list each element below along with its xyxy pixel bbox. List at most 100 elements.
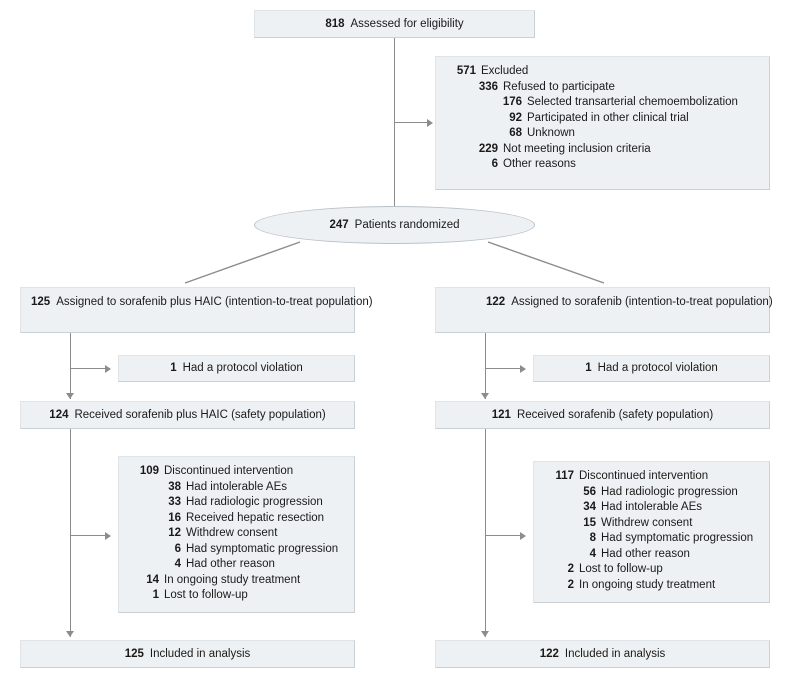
left-assigned-count: 125 xyxy=(31,296,51,308)
left-arrow-to-received-icon xyxy=(66,393,74,399)
left-discontinued-count: 12 xyxy=(168,527,181,539)
right-discontinued-label: Withdrew consent xyxy=(601,516,693,529)
left-assigned-label: Assigned to sorafenib plus HAIC (intenti… xyxy=(56,296,373,308)
left-discontinued-label: Had intolerable AEs xyxy=(186,480,288,493)
right-received-label: Received sorafenib (safety population) xyxy=(516,409,714,421)
left-discontinued-count: 38 xyxy=(168,480,181,493)
left-discontinued-label: In ongoing study treatment xyxy=(164,573,301,586)
excluded-label: Unknown xyxy=(527,127,575,139)
box-right-received: 121 Received sorafenib (safety populatio… xyxy=(435,401,770,429)
right-violation-line: 1 Had a protocol violation xyxy=(544,361,759,377)
right-assigned-line: 122 Assigned to sorafenib (intention-to-… xyxy=(486,295,773,311)
right-discontinued-label: Lost to follow-up xyxy=(579,563,663,575)
excluded-count: 229 xyxy=(478,142,498,155)
excluded-row: 571 Excluded xyxy=(446,64,759,80)
excluded-row: 176 Selected transarterial chemoembolizat… xyxy=(446,95,759,111)
right-spine-received-to-analysis xyxy=(485,429,487,637)
right-received-count: 121 xyxy=(491,409,511,421)
left-discontinued-count: 33 xyxy=(168,496,181,508)
left-discontinued-label: Had other reason xyxy=(186,558,275,570)
excluded-count: 571 xyxy=(456,65,476,77)
excluded-count: 68 xyxy=(509,127,522,139)
right-discontinued-label: Discontinued intervention xyxy=(579,470,709,482)
right-discontinued-label: Had intolerable AEs xyxy=(601,501,703,513)
left-discontinued-row: 4 Had other reason xyxy=(129,557,344,573)
box-right-analyzed: 122 Included in analysis xyxy=(435,640,770,668)
left-violation-count: 1 xyxy=(170,362,177,374)
randomized-line: 247 Patients randomized xyxy=(329,219,459,231)
excluded-row: 6 Other reasons xyxy=(446,157,759,173)
excluded-label: Participated in other clinical trial xyxy=(527,111,689,124)
left-discontinued-label: Lost to follow-up xyxy=(164,589,248,601)
left-spine-assigned-to-received xyxy=(70,333,72,399)
right-discontinued-label: Had other reason xyxy=(601,547,690,560)
excluded-label: Excluded xyxy=(481,65,529,77)
left-received-label: Received sorafenib plus HAIC (safety pop… xyxy=(74,409,326,421)
right-discontinued-row: 2 Lost to follow-up xyxy=(544,562,759,578)
right-violation-count: 1 xyxy=(585,362,592,374)
left-violation-line: 1 Had a protocol violation xyxy=(129,361,344,377)
left-discontinued-row: 12 Withdrew consent xyxy=(129,526,344,542)
assessed-count: 818 xyxy=(325,18,345,30)
left-received-line: 124 Received sorafenib plus HAIC (safety… xyxy=(31,408,344,424)
right-discontinued-label: Had radiologic progression xyxy=(601,485,738,498)
excluded-label: Not meeting inclusion criteria xyxy=(503,142,651,155)
ellipse-patients-randomized: 247 Patients randomized xyxy=(254,206,535,244)
right-arrow-to-received-icon xyxy=(481,393,489,399)
left-discontinued-label: Received hepatic resection xyxy=(186,511,325,524)
randomized-count: 247 xyxy=(329,219,349,231)
right-received-line: 121 Received sorafenib (safety populatio… xyxy=(446,408,759,424)
right-analyzed-count: 122 xyxy=(539,648,559,660)
assessed-label: Assessed for eligibility xyxy=(350,18,464,30)
excluded-label: Selected transarterial chemoembolization xyxy=(527,96,738,108)
right-assigned-count: 122 xyxy=(486,296,506,308)
right-spine-assigned-to-received xyxy=(485,333,487,399)
left-connector-to-violation xyxy=(70,368,106,370)
box-left-analyzed: 125 Included in analysis xyxy=(20,640,355,668)
left-discontinued-label: Had radiologic progression xyxy=(186,496,323,508)
right-discontinued-count: 8 xyxy=(589,532,596,544)
right-discontinued-label: In ongoing study treatment xyxy=(579,578,716,591)
left-discontinued-count: 4 xyxy=(174,558,181,570)
right-discontinued-count: 15 xyxy=(583,516,596,529)
left-analyzed-label: Included in analysis xyxy=(149,648,251,660)
right-discontinued-count: 2 xyxy=(567,563,574,575)
right-analyzed-line: 122 Included in analysis xyxy=(446,647,759,663)
left-discontinued-label: Withdrew consent xyxy=(186,527,278,539)
right-discontinued-row: 4 Had other reason xyxy=(544,547,759,563)
right-discontinued-label: Had symptomatic progression xyxy=(601,532,754,544)
assessed-line: 818 Assessed for eligibility xyxy=(265,17,524,33)
connector-to-excluded xyxy=(394,122,428,124)
randomized-label: Patients randomized xyxy=(354,219,460,231)
left-discontinued-label: Had symptomatic progression xyxy=(186,542,339,555)
left-discontinued-list: 109 Discontinued intervention 38 Had intole… xyxy=(129,464,344,604)
excluded-count: 176 xyxy=(502,96,522,108)
left-discontinued-label: Discontinued intervention xyxy=(164,465,294,477)
excluded-label: Other reasons xyxy=(503,158,576,170)
box-assessed-for-eligibility: 818 Assessed for eligibility xyxy=(254,10,535,38)
left-analyzed-count: 125 xyxy=(124,648,144,660)
left-discontinued-count: 109 xyxy=(139,465,159,477)
right-discontinued-count: 4 xyxy=(589,547,596,560)
box-left-discontinued: 109 Discontinued intervention 38 Had intole… xyxy=(118,456,355,613)
right-arrow-to-violation-icon xyxy=(520,365,526,373)
left-arrow-to-discontinued-icon xyxy=(105,532,111,540)
right-connector-to-discontinued xyxy=(485,535,521,537)
right-assigned-label: Assigned to sorafenib (intention-to-trea… xyxy=(511,296,773,308)
left-violation-label: Had a protocol violation xyxy=(182,362,303,374)
excluded-count: 6 xyxy=(491,158,498,170)
box-right-protocol-violation: 1 Had a protocol violation xyxy=(533,355,770,382)
